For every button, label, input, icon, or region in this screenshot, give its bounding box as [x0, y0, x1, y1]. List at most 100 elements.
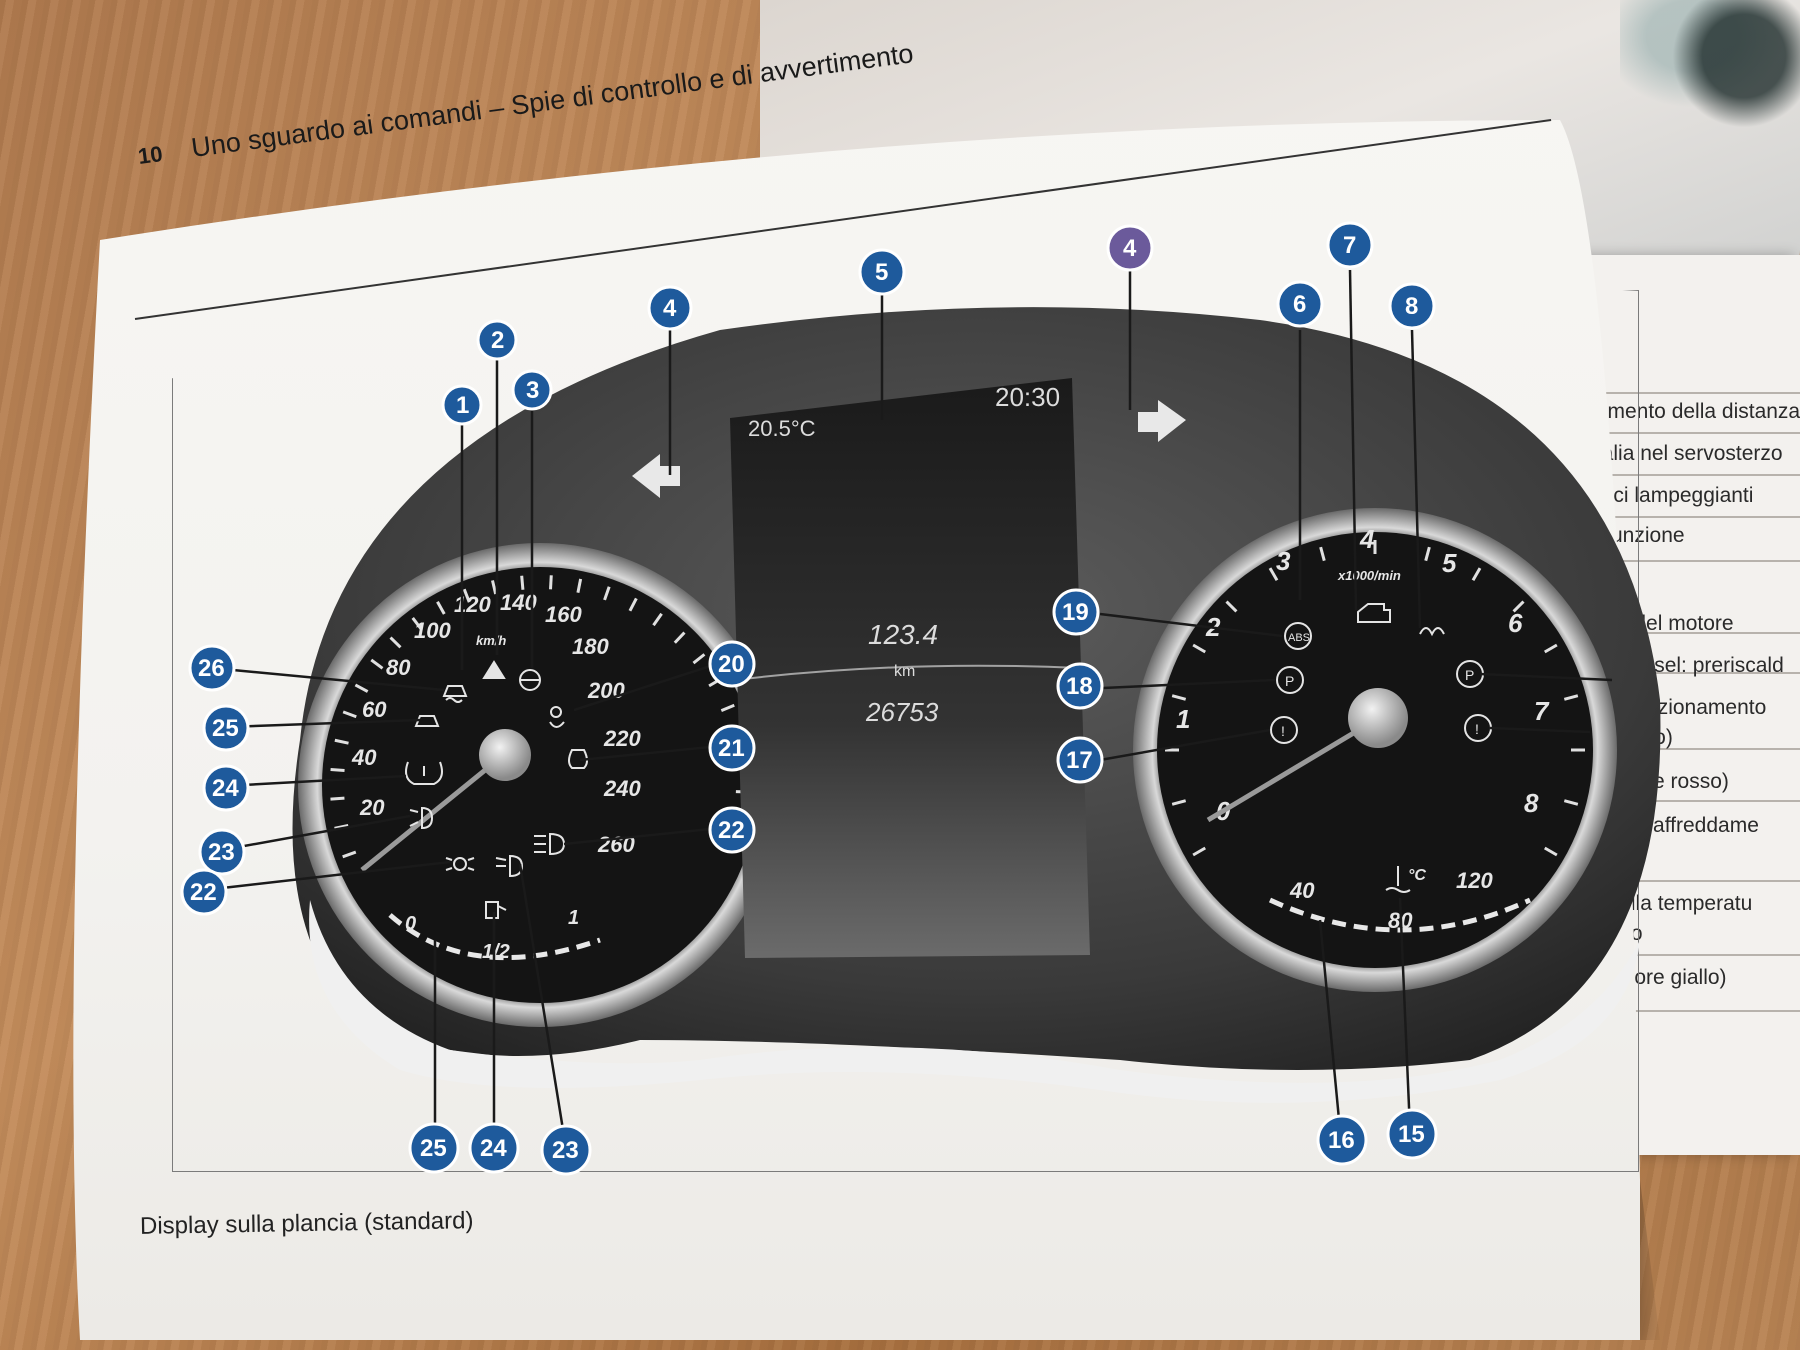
- svg-text:19: 19: [1062, 599, 1089, 626]
- gauge-tick: [1171, 799, 1187, 806]
- right-page-rule: [1585, 672, 1800, 674]
- speed-label: 40: [351, 745, 377, 770]
- low-beam-icon: [495, 854, 524, 878]
- svg-text:4: 4: [1123, 235, 1137, 262]
- lane-assist-icon: [482, 660, 506, 679]
- svg-text:!: !: [1281, 723, 1285, 739]
- tire-pressure-icon: [405, 761, 443, 785]
- callout-17: 21: [708, 724, 756, 772]
- abs-icon: ABS: [1284, 622, 1312, 650]
- right-page-rule: [1585, 880, 1800, 882]
- speed-label: 60: [362, 697, 387, 722]
- callout-4-right: 4: [1106, 224, 1154, 272]
- callout-6: 6: [1276, 280, 1324, 328]
- svg-text:8: 8: [1405, 293, 1418, 320]
- gauge-tick: [354, 683, 369, 693]
- cluster-bottom-shelf: [309, 900, 1640, 1103]
- callout-4-left: 4: [647, 285, 693, 331]
- right-page-item: Luci lampeggianti: [1590, 484, 1754, 507]
- svg-text:25: 25: [420, 1135, 447, 1162]
- gauge-tick: [330, 796, 345, 801]
- right-page-rule: [1585, 748, 1800, 750]
- callout-23: 23: [198, 828, 246, 876]
- high-beam-icon: [534, 832, 566, 856]
- speed-label: 120: [454, 592, 491, 617]
- right-page-rule: [1585, 392, 1800, 394]
- coolant-label: 40: [1289, 878, 1315, 903]
- callout-1: 1: [441, 384, 483, 426]
- gauge-tick: [1563, 694, 1579, 701]
- callout-3: 3: [511, 369, 553, 411]
- right-page-item: rtimento della distanza: [1590, 400, 1800, 423]
- turn-left-arrow-icon: [632, 454, 680, 498]
- gauge-tick: [603, 586, 611, 601]
- coolant-unit: °C: [1408, 867, 1426, 884]
- gauge-tick: [370, 658, 384, 670]
- gauge-tick: [520, 575, 525, 590]
- gauge-tick: [673, 631, 686, 644]
- gauge-tick: [491, 580, 498, 595]
- callout-21: 25: [408, 1122, 460, 1174]
- coolant-temperature-icon: [1385, 866, 1411, 893]
- svg-text:7: 7: [1343, 232, 1356, 259]
- svg-text:21: 21: [718, 735, 745, 762]
- speed-unit: km/h: [476, 633, 506, 648]
- right-page-rule: [1585, 632, 1800, 634]
- gauge-tick: [1512, 600, 1525, 613]
- rpm-unit: x1000/min: [1337, 568, 1401, 583]
- gauge-tick: [342, 710, 357, 719]
- callout-leaders: [204, 269, 1613, 1143]
- gauge-tick: [1192, 643, 1207, 654]
- brake-warning-icon: !: [1270, 716, 1298, 744]
- gauge-tick: [1424, 546, 1431, 562]
- svg-text:P: P: [1465, 667, 1474, 683]
- rpm-label: 1: [1176, 704, 1190, 734]
- gauge-tick: [342, 850, 357, 859]
- gauge-tick: [1319, 546, 1326, 562]
- gauge-tick: [462, 588, 471, 603]
- svg-text:24: 24: [480, 1135, 507, 1162]
- traction-control-icon: [442, 685, 468, 703]
- rpm-label: 8: [1524, 788, 1539, 818]
- gauge-tick: [1192, 846, 1207, 857]
- svg-text:16: 16: [1328, 1127, 1355, 1154]
- svg-text:1: 1: [456, 392, 469, 419]
- svg-text:2: 2: [491, 327, 504, 354]
- callout-20: 24: [468, 1122, 520, 1174]
- callout-2: 2: [476, 319, 518, 361]
- speed-label: 100: [414, 618, 451, 643]
- gauge-tick: [692, 653, 706, 665]
- svg-text:ABS: ABS: [1288, 632, 1310, 644]
- speed-label: 240: [603, 776, 641, 801]
- callout-18: 22: [708, 806, 756, 854]
- rpm-label: 5: [1442, 548, 1457, 578]
- callout-8: 8: [1388, 282, 1436, 330]
- gauge-tick: [1225, 600, 1238, 613]
- speed-label: 160: [545, 602, 582, 627]
- callout-7: 7: [1326, 221, 1374, 269]
- svg-text:4: 4: [663, 295, 677, 322]
- right-page-rule: [1585, 560, 1800, 562]
- odometer: 26753: [865, 697, 939, 727]
- gauge-tick: [330, 768, 345, 773]
- gauge-tick: [652, 612, 663, 627]
- speed-label: 80: [386, 655, 411, 680]
- coolant-label: 120: [1456, 868, 1493, 893]
- rpm-label: 7: [1534, 696, 1550, 726]
- svg-text:3: 3: [526, 377, 539, 404]
- trip-distance: 123.4: [868, 619, 938, 650]
- gauge-tick: [436, 601, 446, 615]
- right-page-rule: [1585, 800, 1800, 802]
- svg-text:18: 18: [1066, 673, 1093, 700]
- speed-label: 220: [603, 726, 641, 751]
- parking-brake-icon: P: [1276, 666, 1304, 694]
- airbag-icon: [549, 706, 565, 728]
- gauge-tick: [1543, 643, 1558, 654]
- figure-caption: Display sulla plancia (standard): [139, 1207, 474, 1240]
- svg-text:26: 26: [198, 655, 225, 682]
- gauge-tick: [334, 824, 349, 830]
- glow-plug-icon: [1419, 627, 1445, 637]
- svg-text:22: 22: [718, 817, 745, 844]
